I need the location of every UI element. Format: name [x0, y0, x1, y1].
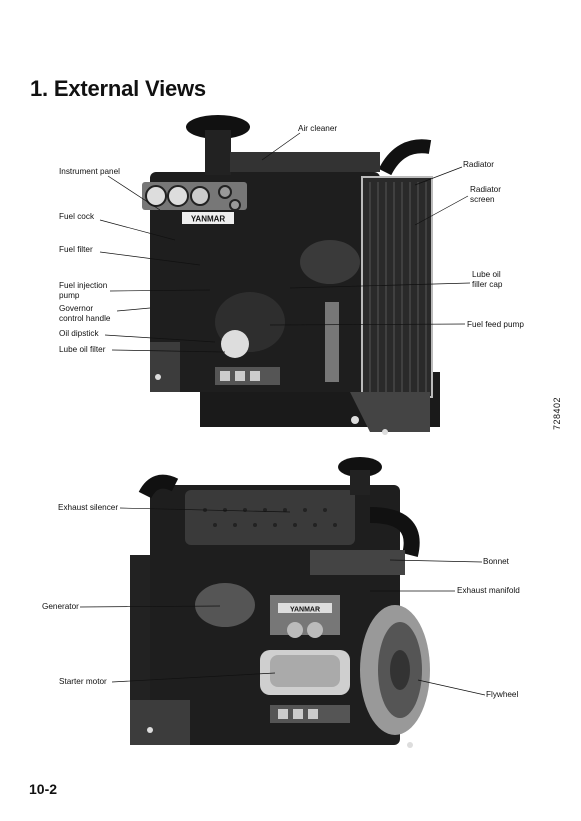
page-title: 1. External Views [30, 76, 206, 101]
document-code: 728402 [552, 396, 562, 430]
label-oil-dipstick: Oil dipstick [59, 329, 99, 338]
label-exhaust-silencer: Exhaust silencer [58, 503, 119, 512]
label-fuel-filter: Fuel filter [59, 245, 93, 254]
label-lube-oil-filler-cap-line2: filler cap [472, 280, 503, 289]
label-lube-oil-filter: Lube oil filter [59, 345, 106, 354]
label-fuel-injection-pump-line2: pump [59, 291, 80, 300]
label-generator: Generator [42, 602, 79, 611]
label-radiator: Radiator [463, 160, 494, 169]
label-lube-oil-filler-cap-line1: Lube oil [472, 270, 501, 279]
label-flywheel: Flywheel [486, 690, 519, 699]
label-fuel-feed-pump: Fuel feed pump [467, 320, 524, 329]
label-fuel-injection-pump-line1: Fuel injection [59, 281, 108, 290]
page-number: 10-2 [29, 781, 58, 797]
label-bonnet: Bonnet [483, 557, 509, 566]
label-instrument-panel: Instrument panel [59, 167, 120, 176]
engine-photo-front-view: YANMAR [142, 115, 440, 435]
label-exhaust-manifold: Exhaust manifold [457, 586, 520, 595]
brand-plate-text: YANMAR [290, 607, 320, 614]
label-air-cleaner: Air cleaner [298, 124, 338, 133]
label-radiator-screen-line1: Radiator [470, 185, 501, 194]
engine-photo-rear-view: YANMAR [130, 457, 430, 748]
label-fuel-cock: Fuel cock [59, 212, 95, 221]
label-radiator-screen-line2: screen [470, 195, 495, 204]
brand-plate-text: YANMAR [191, 215, 226, 224]
label-starter-motor: Starter motor [59, 677, 107, 686]
label-governor-line1: Governor [59, 304, 94, 313]
label-governor-line2: control handle [59, 314, 111, 323]
